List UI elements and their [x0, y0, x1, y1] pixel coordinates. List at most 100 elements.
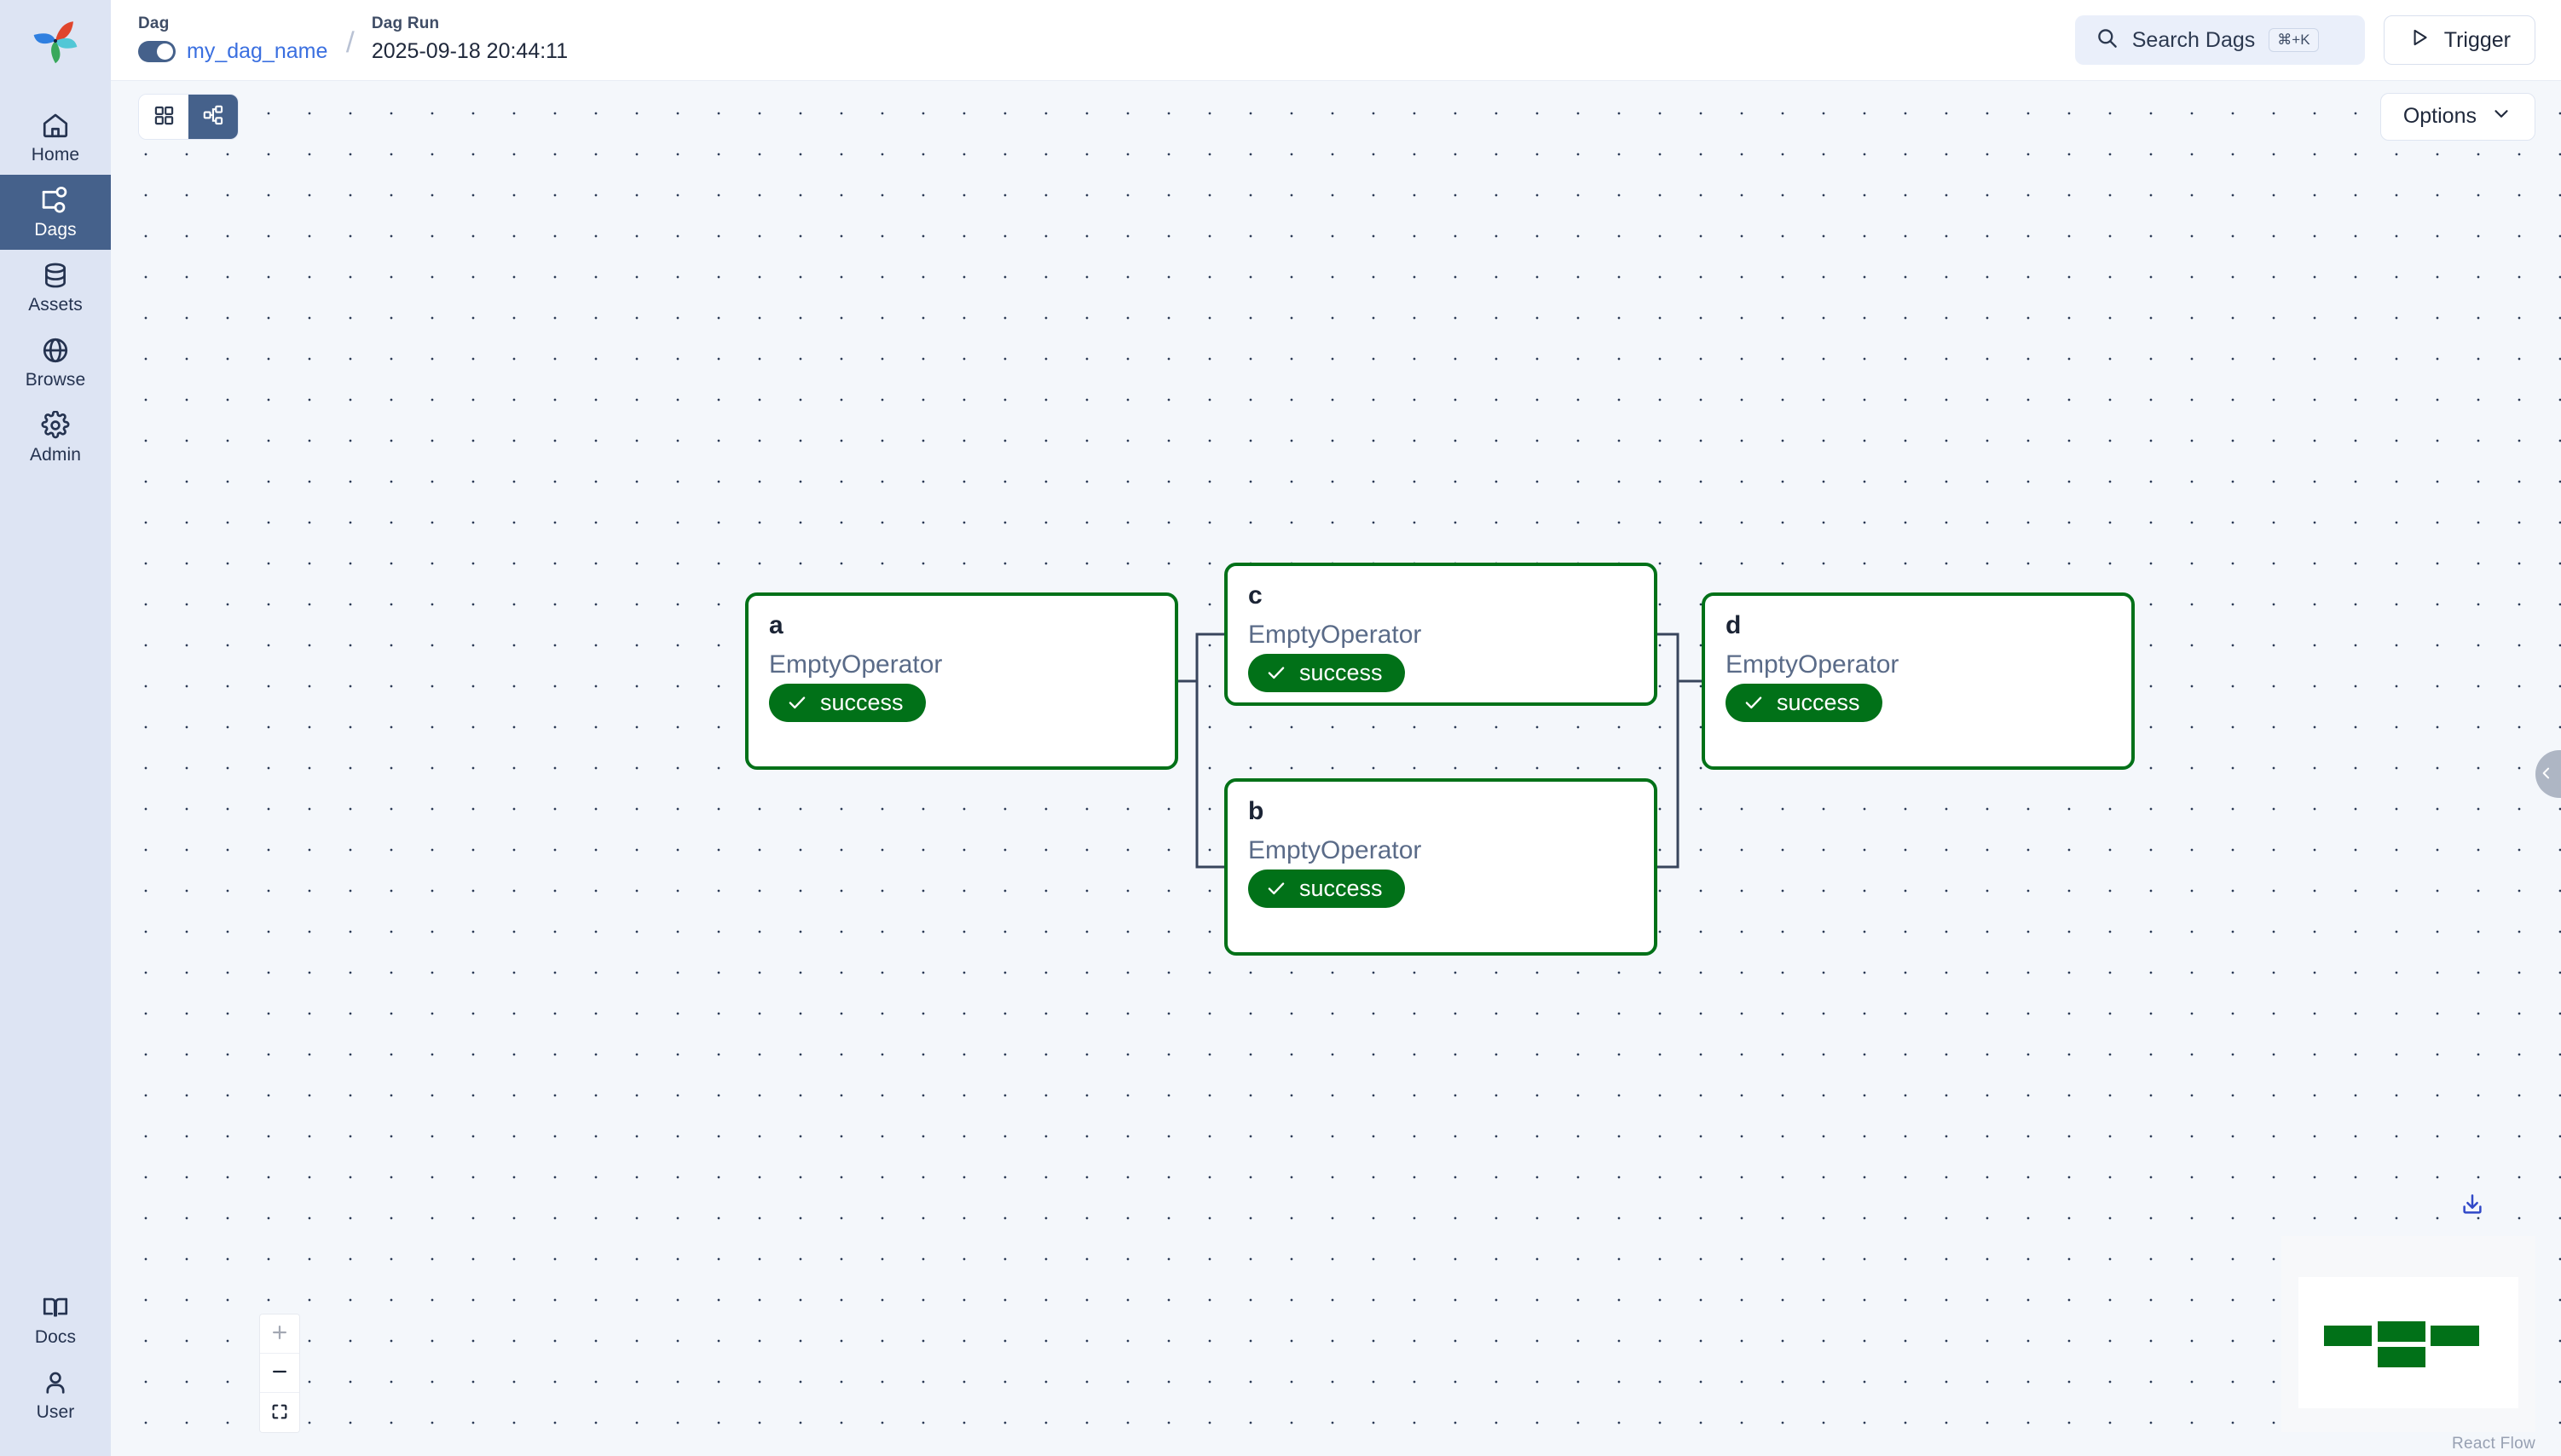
sidebar-nav-bottom: Docs User [0, 1282, 111, 1456]
node-operator: EmptyOperator [1248, 620, 1422, 649]
status-badge: success [1248, 653, 1405, 692]
dag-name-link[interactable]: my_dag_name [187, 39, 328, 63]
minimap-node-a [2324, 1326, 2372, 1346]
header-actions: Search Dags ⌘+K Trigger [2074, 15, 2535, 65]
fit-view-button[interactable] [260, 1393, 299, 1432]
edge-c-d [1657, 633, 1702, 683]
graph-node-a[interactable]: a EmptyOperator success [745, 592, 1178, 770]
sidebar-item-label: Home [31, 145, 80, 165]
breadcrumb-dag-run: Dag Run 2025-09-18 20:44:11 [372, 14, 568, 66]
graph-canvas[interactable]: a EmptyOperator success c EmptyOperator [111, 81, 2561, 1456]
book-icon [41, 1293, 70, 1322]
chevron-left-icon [2538, 765, 2555, 784]
graph-minimap[interactable] [2281, 1236, 2535, 1432]
status-badge: success [1248, 869, 1405, 908]
sidebar-item-label: Browse [25, 370, 86, 390]
options-dropdown-button[interactable]: Options [2379, 92, 2535, 141]
play-icon [2408, 26, 2431, 55]
sidebar-item-admin[interactable]: Admin [0, 400, 111, 475]
graph-node-b[interactable]: b EmptyOperator success [1224, 778, 1657, 956]
download-graph-button[interactable] [2454, 1187, 2491, 1224]
edge-b-d [1657, 679, 1702, 869]
fit-view-icon [270, 1402, 289, 1424]
node-id: b [1248, 797, 1264, 825]
sidebar: Home Dags [0, 0, 111, 1456]
node-id: d [1726, 611, 1742, 639]
sidebar-item-label: Admin [29, 445, 82, 465]
user-icon [41, 1368, 70, 1397]
search-shortcut-badge: ⌘+K [2269, 28, 2319, 52]
minimap-node-d [2431, 1326, 2479, 1346]
chevron-down-icon [2490, 102, 2512, 130]
zoom-controls [260, 1314, 299, 1432]
sidebar-item-label: Dags [34, 220, 77, 240]
node-id: c [1248, 581, 1263, 610]
minimap-node-b [2378, 1347, 2425, 1367]
graph-node-c[interactable]: c EmptyOperator success [1224, 563, 1657, 706]
edge-a-b [1178, 679, 1224, 869]
node-operator: EmptyOperator [769, 650, 943, 679]
sidebar-item-label: Assets [28, 295, 83, 315]
zoom-in-button[interactable] [260, 1314, 299, 1354]
minimap-node-c [2378, 1321, 2425, 1342]
check-icon [1743, 691, 1765, 714]
node-operator: EmptyOperator [1248, 835, 1422, 864]
node-id: a [769, 611, 783, 639]
sidebar-item-assets[interactable]: Assets [0, 250, 111, 325]
sidebar-item-home[interactable]: Home [0, 100, 111, 175]
dag-pause-toggle[interactable] [138, 41, 176, 62]
sidebar-nav-top: Home Dags [0, 100, 111, 475]
graph-view-icon [202, 104, 225, 130]
main-area: Dag my_dag_name / Dag Run 2025-09-18 20:… [111, 0, 2561, 1456]
sidebar-item-docs[interactable]: Docs [0, 1282, 111, 1357]
search-dags-label: Search Dags [2131, 27, 2256, 52]
globe-icon [41, 336, 70, 365]
sidebar-item-browse[interactable]: Browse [0, 325, 111, 400]
dag-icon [40, 186, 71, 215]
plus-icon [270, 1323, 289, 1344]
react-flow-viewport: a EmptyOperator success c EmptyOperator [111, 81, 2561, 1456]
dag-run-label: Dag Run [371, 14, 440, 32]
breadcrumb: Dag my_dag_name / Dag Run 2025-09-18 20:… [138, 14, 568, 66]
zoom-out-button[interactable] [260, 1354, 299, 1393]
grid-view-button[interactable] [139, 94, 188, 139]
status-label: success [1777, 689, 1860, 715]
home-icon [41, 111, 70, 140]
breadcrumb-separator: / [346, 26, 356, 59]
dag-label: Dag [138, 14, 170, 32]
check-icon [1265, 877, 1287, 899]
sidebar-item-label: Docs [34, 1327, 77, 1347]
search-dags-button[interactable]: Search Dags ⌘+K [2074, 15, 2365, 65]
edge-a-c [1178, 633, 1224, 683]
minus-icon [270, 1362, 289, 1384]
check-icon [1265, 662, 1287, 684]
node-operator: EmptyOperator [1726, 650, 1899, 679]
airflow-pinwheel-logo[interactable] [0, 0, 111, 81]
status-badge: success [769, 683, 926, 722]
check-icon [786, 691, 808, 714]
graph-edges [1178, 633, 1702, 869]
gear-icon [41, 411, 70, 440]
page-header: Dag my_dag_name / Dag Run 2025-09-18 20:… [111, 0, 2561, 81]
sidebar-item-label: User [36, 1402, 75, 1422]
status-label: success [1299, 659, 1383, 685]
sidebar-item-dags[interactable]: Dags [0, 175, 111, 250]
sidebar-item-user[interactable]: User [0, 1357, 111, 1432]
grid-view-icon [153, 104, 176, 130]
graph-node-d[interactable]: d EmptyOperator success [1702, 592, 2135, 770]
trigger-button[interactable]: Trigger [2383, 15, 2535, 65]
minimap-viewport [2298, 1277, 2518, 1408]
graph-view-button[interactable] [188, 94, 238, 139]
download-icon [2460, 1192, 2485, 1220]
options-label: Options [2402, 104, 2477, 128]
search-icon [2096, 26, 2119, 54]
status-label: success [820, 689, 904, 715]
dag-run-timestamp: 2025-09-18 20:44:11 [371, 39, 569, 63]
graph-toolbar: Options [111, 81, 2561, 152]
trigger-label: Trigger [2443, 27, 2511, 52]
database-icon [41, 261, 70, 290]
status-badge: success [1726, 683, 1882, 722]
react-flow-attribution[interactable]: React Flow [2451, 1435, 2535, 1453]
view-toggle-group [138, 93, 239, 140]
